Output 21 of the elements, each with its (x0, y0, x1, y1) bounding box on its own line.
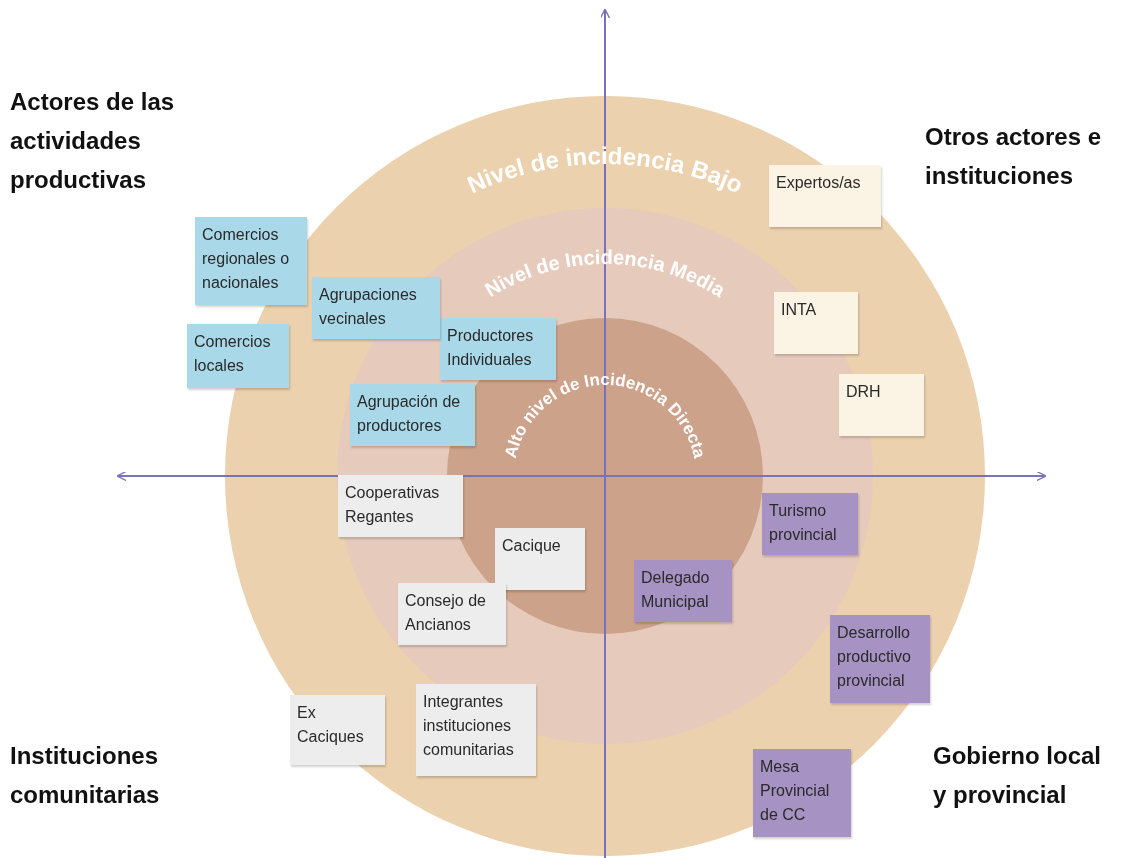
sticky-note: Expertos/as (769, 165, 881, 227)
sticky-note: Turismo provincial (762, 493, 858, 555)
sticky-note: Cooperativas Regantes (338, 475, 463, 537)
sticky-note: Comercios locales (187, 324, 289, 388)
sticky-note: Delegado Municipal (634, 560, 732, 622)
sticky-note: Cacique (495, 528, 585, 590)
sticky-note: Productores Individuales (440, 318, 556, 380)
sticky-note: Ex Caciques (290, 695, 385, 765)
sticky-note: Mesa Provincial de CC (753, 749, 851, 837)
sticky-note: INTA (774, 292, 858, 354)
sticky-note: DRH (839, 374, 924, 436)
sticky-note: Consejo de Ancianos (398, 583, 506, 645)
quadrant-heading: Gobierno local y provincial (933, 741, 1103, 810)
sticky-note: Agrupación de productores (350, 384, 475, 446)
quadrant-heading: Otros actores e instituciones (925, 122, 1103, 191)
quadrant-heading: Instituciones comunitarias (10, 741, 161, 810)
sticky-note: Agrupaciones vecinales (312, 277, 440, 339)
sticky-note: Desarrollo productivo provincial (830, 615, 930, 703)
sticky-note: Comercios regionales o nacionales (195, 217, 307, 305)
sticky-note: Integrantes instituciones comunitarias (416, 684, 536, 776)
quadrant-heading: Actores de las actividades productivas (10, 87, 176, 195)
